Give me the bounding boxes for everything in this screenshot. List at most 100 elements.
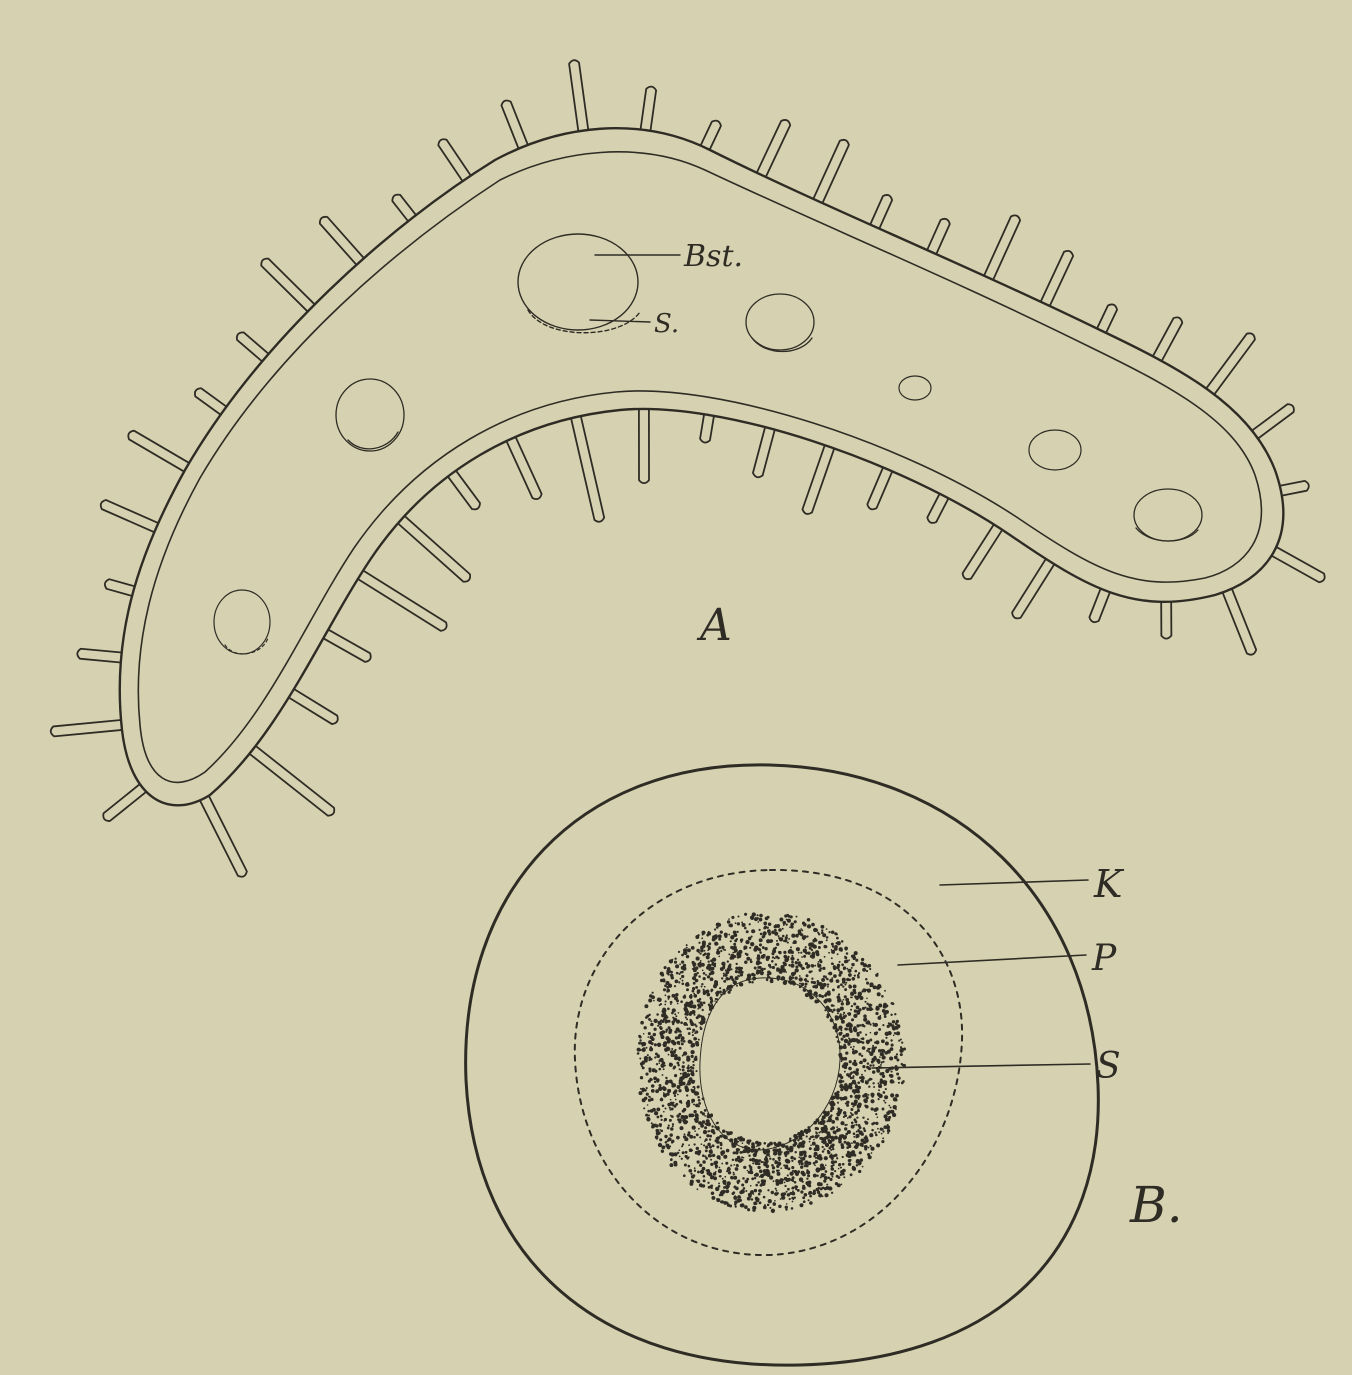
stipple-dot (744, 913, 747, 916)
stipple-dot (844, 988, 847, 991)
stipple-dot (648, 1114, 650, 1116)
stipple-dot (742, 923, 746, 927)
stipple-dot (719, 987, 721, 989)
stipple-dot (843, 1111, 847, 1115)
stipple-dot (790, 957, 794, 961)
stipple-dot (836, 1126, 838, 1128)
stipple-dot (834, 1170, 836, 1172)
stipple-dot (882, 1137, 884, 1139)
stipple-dot (885, 1088, 887, 1090)
stipple-dot (706, 934, 709, 937)
stipple-dot (888, 1105, 890, 1107)
stipple-dot (854, 951, 858, 955)
panel-label-a: A (696, 600, 732, 651)
stipple-dot (822, 1150, 825, 1153)
stipple-dot (751, 1198, 753, 1200)
stipple-dot (780, 1181, 783, 1184)
stipple-dot (884, 1084, 886, 1086)
stipple-dot (866, 997, 868, 999)
stipple-dot (692, 1073, 695, 1076)
stipple-dot (700, 1015, 702, 1017)
stipple-dot (705, 974, 707, 976)
stipple-dot (663, 988, 666, 991)
stipple-dot (746, 957, 750, 961)
stipple-dot (896, 1053, 898, 1055)
stipple-dot (821, 1173, 825, 1177)
stipple-dot (874, 1023, 876, 1025)
stipple-dot (852, 1075, 854, 1077)
stipple-dot (649, 1047, 653, 1051)
stipple-dot (857, 1145, 859, 1147)
stipple-dot (709, 1135, 712, 1138)
stipple-dot (811, 923, 815, 927)
stipple-dot (795, 965, 798, 968)
papilla (1012, 559, 1054, 618)
stipple-dot (862, 1041, 865, 1044)
stipple-dot (903, 1047, 906, 1050)
stipple-dot (804, 985, 806, 987)
stipple-dot (681, 975, 684, 978)
stipple-dot (830, 1108, 832, 1110)
stipple-dot (882, 1024, 884, 1026)
stipple-dot (655, 1052, 658, 1055)
stipple-dot (698, 1099, 701, 1102)
stipple-dot (735, 976, 739, 980)
stipple-dot (878, 1084, 882, 1088)
stipple-dot (757, 1166, 760, 1169)
stipple-dot (721, 1163, 723, 1165)
stipple-dot (808, 1184, 811, 1187)
stipple-dot (894, 1056, 898, 1060)
stipple-dot (858, 1053, 861, 1056)
stipple-dot (675, 1099, 677, 1101)
spore-pit (1029, 430, 1081, 470)
stipple-dot (851, 1121, 854, 1124)
stipple-dot (656, 1107, 660, 1111)
stipple-dot (830, 1109, 833, 1112)
stipple-dot (790, 1157, 792, 1159)
stipple-dot (880, 1064, 882, 1066)
stipple-dot (841, 1000, 843, 1002)
stipple-dot (839, 1055, 842, 1058)
stipple-dot (671, 994, 675, 998)
stipple-dot (749, 1172, 751, 1174)
stipple-dot (828, 1177, 831, 1180)
stipple-dot (702, 942, 706, 946)
stipple-dot (864, 1007, 866, 1009)
stipple-dot (745, 953, 747, 955)
stipple-dot (786, 1203, 788, 1205)
papilla (438, 139, 470, 181)
stipple-dot (735, 1167, 739, 1171)
stipple-dot (841, 1002, 844, 1005)
stipple-dot (711, 1192, 715, 1196)
stipple-dot (861, 1055, 863, 1057)
stipple-dot (828, 973, 830, 975)
stipple-dot (795, 968, 799, 972)
stipple-dot (865, 1080, 867, 1082)
stipple-dot (778, 1169, 780, 1171)
stipple-dot (690, 1050, 694, 1054)
stipple-dot (753, 948, 757, 952)
stipple-dot (840, 1121, 844, 1125)
stipple-dot (710, 971, 714, 975)
stipple-dot (754, 1189, 757, 1192)
stipple-dot (703, 1179, 706, 1182)
stipple-dot (808, 1155, 811, 1158)
stipple-dot (723, 981, 725, 983)
stipple-dot (644, 1026, 647, 1029)
stipple-dot (736, 971, 738, 973)
stipple-dot (744, 1205, 748, 1209)
stipple-dot (664, 1120, 666, 1122)
leader-k (940, 880, 1088, 885)
stipple-dot (661, 1030, 665, 1034)
stipple-dot (851, 1005, 853, 1007)
stipple-dot (885, 1069, 889, 1073)
stipple-dot (645, 1114, 648, 1117)
stipple-dot (833, 965, 836, 968)
stipple-dot (762, 972, 764, 974)
stipple-dot (781, 1196, 785, 1200)
stipple-dot (848, 1115, 851, 1118)
stipple-dot (692, 1125, 696, 1129)
papilla (1206, 333, 1255, 394)
stipple-dot (765, 917, 769, 921)
stipple-dot (861, 990, 863, 992)
